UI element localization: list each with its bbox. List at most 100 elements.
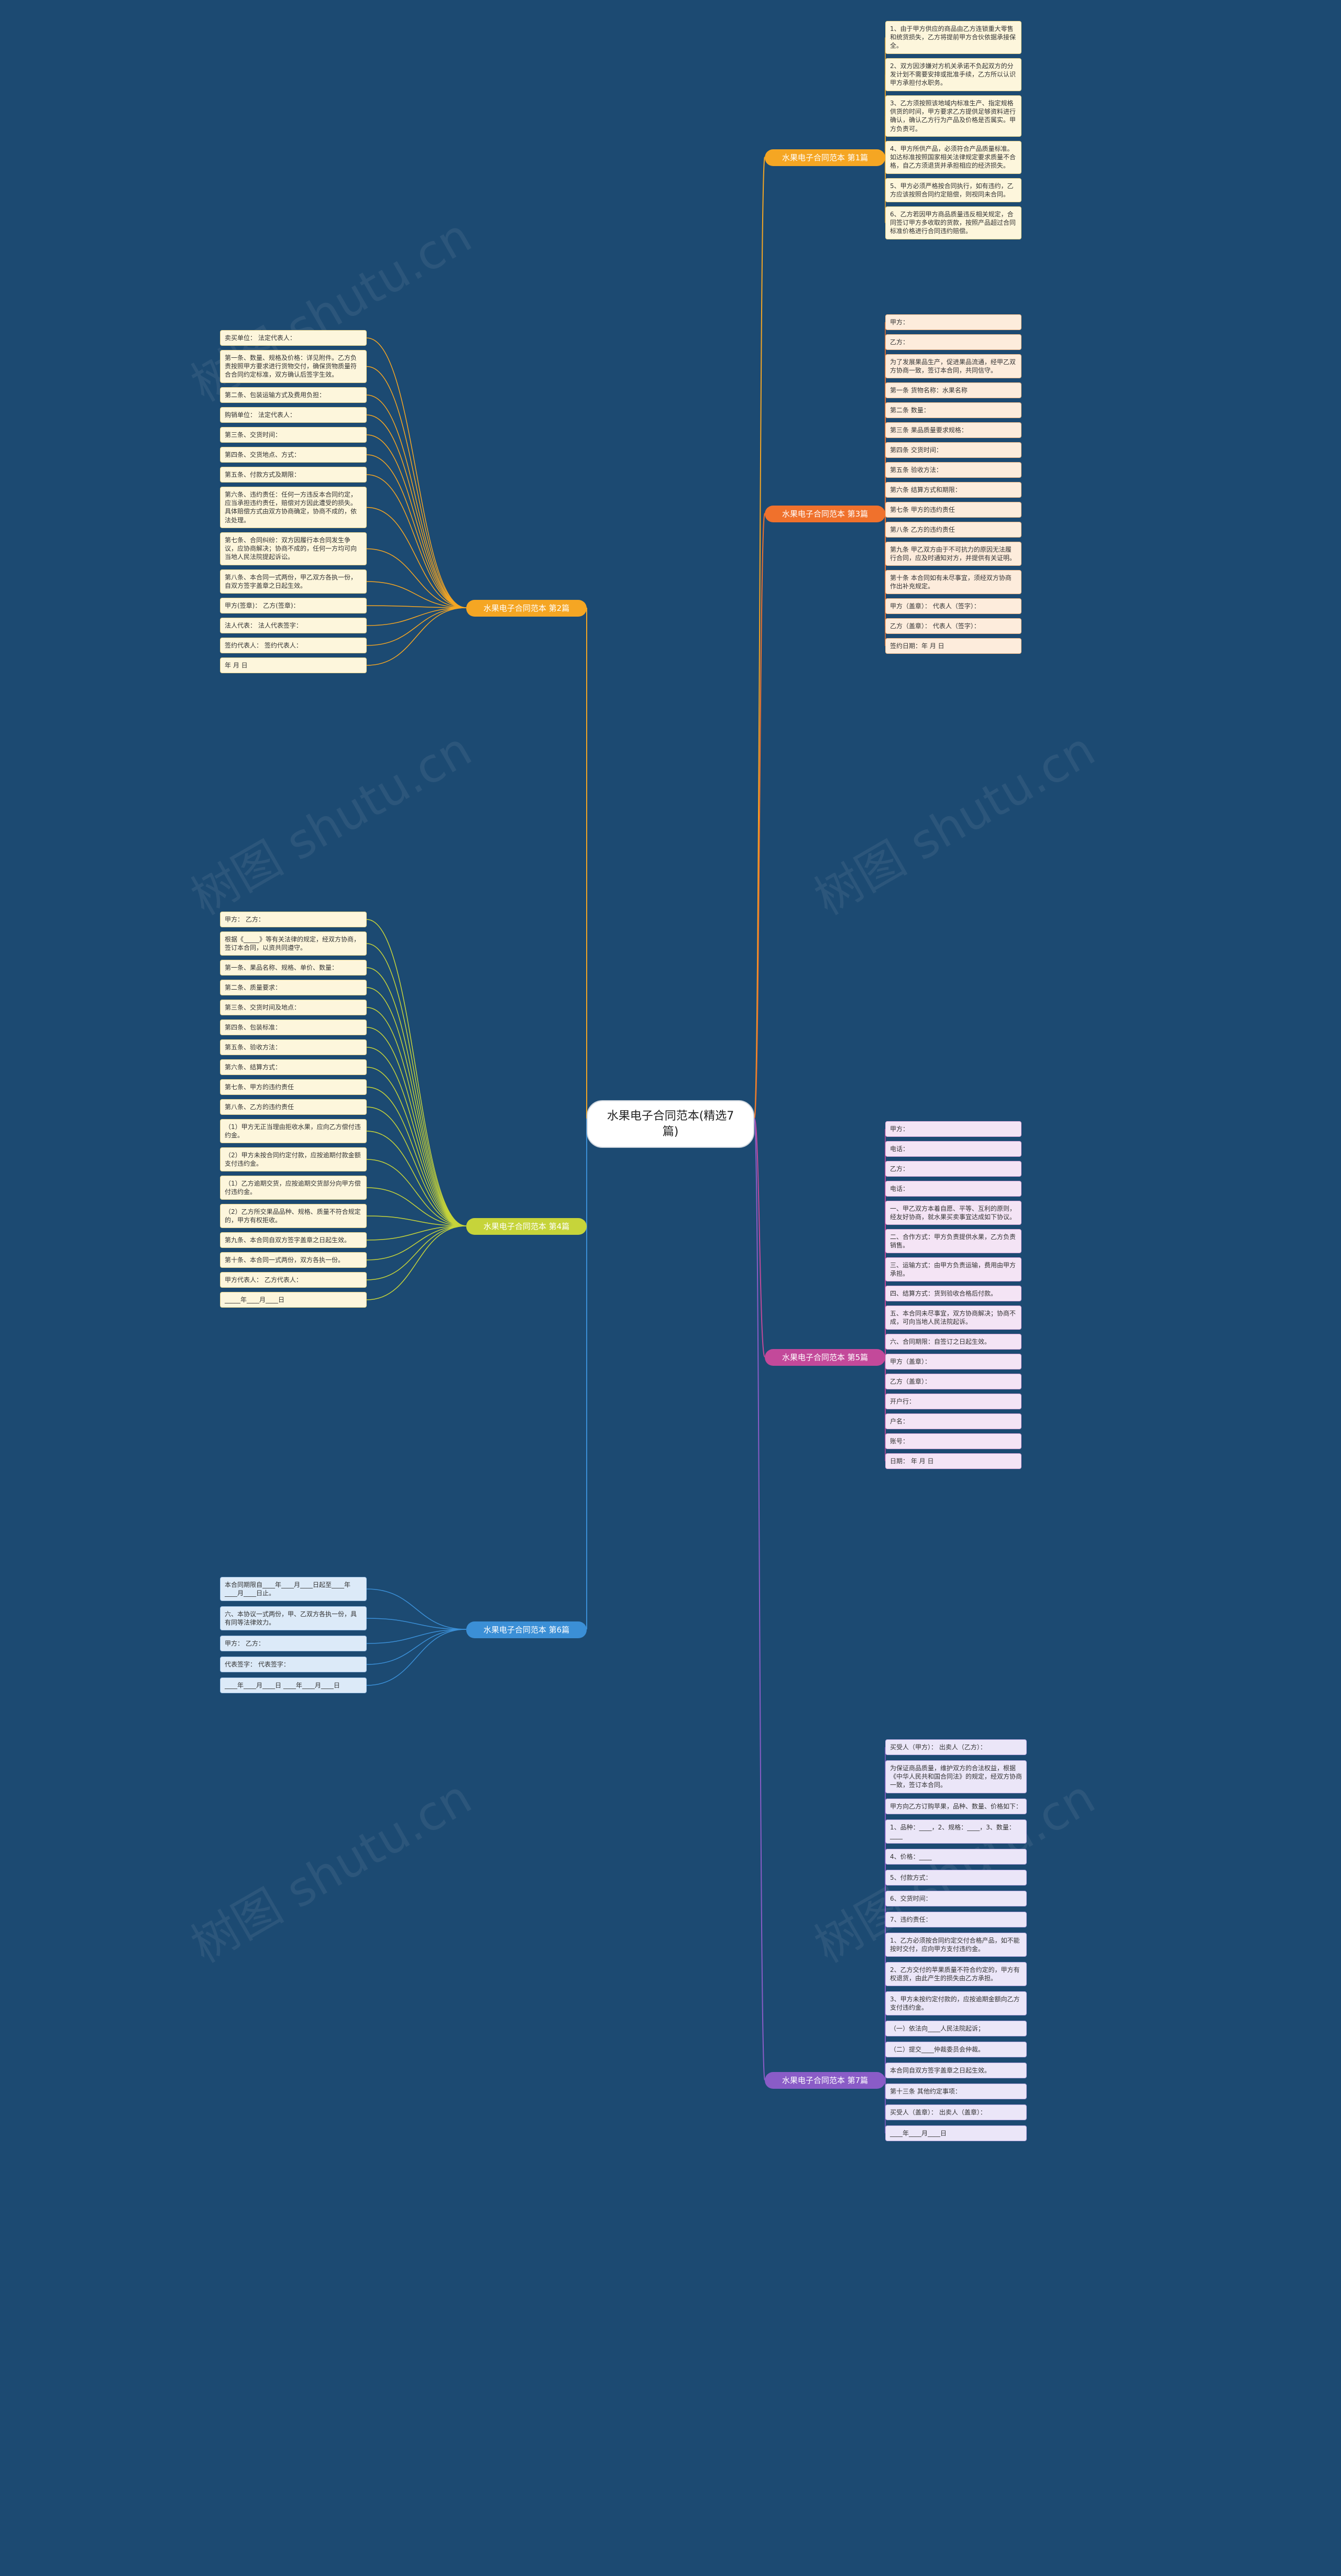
leaf-topic[interactable]: 电话： (885, 1141, 1021, 1157)
leaf-topic[interactable]: （1）甲方无正当理由拒收水果，应向乙方偿付违约金。 (220, 1119, 367, 1144)
leaf-topic[interactable]: 签约代表人： 签约代表人： (220, 638, 367, 654)
leaf-topic[interactable]: （1）乙方逾期交货，应按逾期交货部分向甲方偿付违约金。 (220, 1176, 367, 1200)
leaf-topic[interactable]: 本合同自双方签字盖章之日起生效。 (885, 2063, 1027, 2079)
leaf-topic[interactable]: 4、价格：____ (885, 1849, 1027, 1865)
leaf-topic[interactable]: 第四条、交货地点、方式： (220, 447, 367, 463)
leaf-topic[interactable]: 电话： (885, 1181, 1021, 1197)
leaf-topic[interactable]: 第十条 本合同如有未尽事宜，须经双方协商作出补充规定。 (885, 570, 1021, 595)
leaf-topic[interactable]: 第七条、甲方的违约责任 (220, 1079, 367, 1095)
leaf-topic[interactable]: 乙方： (885, 1161, 1021, 1177)
leaf-topic[interactable]: 第二条、质量要求： (220, 980, 367, 996)
leaf-topic[interactable]: 甲方： (885, 1121, 1021, 1137)
leaf-topic[interactable]: 根据《_____》等有关法律的规定，经双方协商，签订本合同，以资共同遵守。 (220, 931, 367, 956)
branch-topic-b4[interactable]: 水果电子合同范本 第4篇 (466, 1218, 587, 1235)
leaf-topic[interactable]: 第八条 乙方的违约责任 (885, 522, 1021, 538)
leaf-topic[interactable]: 第七条 甲方的违约责任 (885, 502, 1021, 518)
leaf-topic[interactable]: 购销单位： 法定代表人： (220, 407, 367, 423)
leaf-topic[interactable]: 第八条、本合同一式两份，甲乙双方各执一份，自双方签字盖章之日起生效。 (220, 569, 367, 594)
leaf-topic[interactable]: 2、双方因涉嫌对方机关承诺不负起双方的分发计划不需要安排或批准手续，乙方所以认识… (885, 58, 1021, 91)
leaf-topic[interactable]: 户名： (885, 1413, 1021, 1430)
leaf-topic[interactable]: 第三条、交货时间： (220, 427, 367, 443)
leaf-topic[interactable]: 二、合作方式：甲方负责提供水果，乙方负责销售。 (885, 1229, 1021, 1254)
leaf-topic[interactable]: 5、付款方式： (885, 1870, 1027, 1886)
leaf-topic[interactable]: 甲方： (885, 314, 1021, 331)
leaf-topic[interactable]: 甲方： 乙方： (220, 912, 367, 928)
leaf-topic[interactable]: 6、乙方若因甲方商品质量违反相关规定，合同签订甲方多收取的货款，按照产品超过合同… (885, 206, 1021, 239)
leaf-topic[interactable]: 甲方： 乙方： (220, 1636, 367, 1652)
leaf-topic[interactable]: 第一条 货物名称：水果名称 (885, 382, 1021, 399)
leaf-topic[interactable]: 第一条、数量、规格及价格：详见附件。乙方负责按照甲方要求进行货物交付，确保货物质… (220, 350, 367, 383)
leaf-topic[interactable]: （2）甲方未按合同约定付款，应按逾期付款金额支付违约金。 (220, 1147, 367, 1172)
leaf-topic[interactable]: 为了发展果品生产，促进果品流通，经甲乙双方协商一致，签订本合同，共同信守。 (885, 354, 1021, 379)
leaf-topic[interactable]: 开户行： (885, 1394, 1021, 1410)
leaf-topic[interactable]: 3、甲方未按约定付款的，应按逾期金额向乙方支付违约金。 (885, 1991, 1027, 2016)
leaf-topic[interactable]: 第五条、验收方法： (220, 1039, 367, 1056)
leaf-topic[interactable]: （一）依法向____人民法院起诉； (885, 2021, 1027, 2037)
leaf-topic[interactable]: 乙方（盖章）： (885, 1374, 1021, 1390)
leaf-topic[interactable]: 第三条、交货时间及地点： (220, 1000, 367, 1016)
leaf-topic[interactable]: 四、结算方式：货到验收合格后付款。 (885, 1286, 1021, 1302)
leaf-topic[interactable]: 甲方向乙方订购苹果，品种、数量、价格如下： (885, 1799, 1027, 1815)
leaf-topic[interactable]: 6、交货时间： (885, 1891, 1027, 1907)
leaf-topic[interactable]: 第九条、本合同自双方签字盖章之日起生效。 (220, 1232, 367, 1248)
leaf-topic[interactable]: 卖买单位： 法定代表人： (220, 330, 367, 346)
leaf-topic[interactable]: 三、运输方式：由甲方负责运输，费用由甲方承担。 (885, 1257, 1021, 1282)
leaf-topic[interactable]: 甲方代表人： 乙方代表人： (220, 1272, 367, 1288)
leaf-topic[interactable]: 第二条 数量： (885, 402, 1021, 419)
leaf-topic[interactable]: 甲方（盖章）： (885, 1354, 1021, 1370)
leaf-topic[interactable]: _____年____月____日 (220, 1292, 367, 1308)
leaf-topic[interactable]: 1、乙方必须按合同约定交付合格产品，如不能按时交付，应向甲方支付违约金。 (885, 1933, 1027, 1957)
leaf-topic[interactable]: 本合同期限自____年____月____日起至____年____月____日止。 (220, 1577, 367, 1602)
leaf-topic[interactable]: 法人代表： 法人代表签字： (220, 618, 367, 634)
leaf-topic[interactable]: 为保证商品质量，维护双方的合法权益，根据《中华人民共和国合同法》的规定，经双方协… (885, 1760, 1027, 1793)
branch-topic-b2[interactable]: 水果电子合同范本 第2篇 (466, 600, 587, 617)
leaf-topic[interactable]: 买受人（甲方）： 出卖人（乙方）： (885, 1739, 1027, 1756)
leaf-topic[interactable]: 代表签字： 代表签字： (220, 1657, 367, 1673)
leaf-topic[interactable]: 7、违约责任： (885, 1912, 1027, 1928)
leaf-topic[interactable]: 第八条、乙方的违约责任 (220, 1099, 367, 1115)
root-topic[interactable]: 水果电子合同范本(精选7篇) (587, 1100, 754, 1148)
leaf-topic[interactable]: 六、合同期限：自签订之日起生效。 (885, 1334, 1021, 1350)
leaf-topic[interactable]: ____年____月____日 ____年____月____日 (220, 1678, 367, 1694)
leaf-topic[interactable]: 乙方（盖章）： 代表人（签字）： (885, 618, 1021, 634)
leaf-topic[interactable]: 第九条 甲乙双方由于不可抗力的原因无法履行合同，应及时通知对方，并提供有关证明。 (885, 542, 1021, 566)
leaf-topic[interactable]: 甲方(签章)： 乙方(签章)： (220, 598, 367, 614)
leaf-topic[interactable]: 1、由于甲方供应的商品由乙方连锁重大零售和统货损失，乙方将提前甲方合伙依据承接保… (885, 21, 1021, 54)
leaf-topic[interactable]: 账号： (885, 1433, 1021, 1450)
leaf-topic[interactable]: 第六条、结算方式： (220, 1059, 367, 1076)
leaf-topic[interactable]: 3、乙方须按照该地域内标准生产、指定规格供货的时间，甲方要求乙方提供足够资料进行… (885, 95, 1021, 137)
leaf-topic[interactable]: 第四条、包装标准： (220, 1020, 367, 1036)
leaf-topic[interactable]: 日期： 年 月 日 (885, 1453, 1021, 1470)
leaf-topic[interactable]: 5、甲方必须严格按合同执行，如有违约，乙方应该按照合同约定赔偿，则视同未合同。 (885, 178, 1021, 203)
leaf-topic[interactable]: 甲方（盖章）： 代表人（签字）： (885, 598, 1021, 615)
leaf-topic[interactable]: 签约日期：年 月 日 (885, 638, 1021, 654)
leaf-topic[interactable]: 4、甲方所供产品，必须符合产品质量标准。如达标准按照国家相关法律规定要求质量不合… (885, 141, 1021, 174)
leaf-topic[interactable]: 五、本合同未尽事宜，双方协商解决；协商不成，可向当地人民法院起诉。 (885, 1306, 1021, 1330)
leaf-topic[interactable]: 买受人（盖章）： 出卖人（盖章）： (885, 2104, 1027, 2121)
leaf-topic[interactable]: 第三条 果品质量要求规格： (885, 422, 1021, 439)
leaf-topic[interactable]: 第七条、合同纠纷：双方因履行本合同发生争议，应协商解决；协商不成的，任何一方均可… (220, 532, 367, 565)
leaf-topic[interactable]: 第五条、付款方式及期限： (220, 467, 367, 483)
leaf-topic[interactable]: 乙方： (885, 334, 1021, 350)
leaf-topic[interactable]: 2、乙方交付的苹果质量不符合约定的，甲方有权退货，由此产生的损失由乙方承担。 (885, 1962, 1027, 1987)
leaf-topic[interactable]: （二）提交____仲裁委员会仲裁。 (885, 2042, 1027, 2058)
leaf-topic[interactable]: 六、本协议一式两份，甲、乙双方各执一份，具有同等法律效力。 (220, 1606, 367, 1631)
branch-topic-b5[interactable]: 水果电子合同范本 第5篇 (765, 1349, 885, 1366)
branch-topic-b1[interactable]: 水果电子合同范本 第1篇 (765, 149, 885, 167)
leaf-topic[interactable]: 第六条、违约责任：任何一方违反本合同约定，应当承担违约责任，赔偿对方因此遭受的损… (220, 487, 367, 528)
branch-topic-b6[interactable]: 水果电子合同范本 第6篇 (466, 1621, 587, 1639)
leaf-topic[interactable]: ____年____月____日 (885, 2125, 1027, 2142)
leaf-topic[interactable]: 第十三条 其他约定事项： (885, 2084, 1027, 2100)
leaf-topic[interactable]: 第十条、本合同一式两份，双方各执一份。 (220, 1252, 367, 1268)
leaf-topic[interactable]: （2）乙方所交果品品种、规格、质量不符合规定的，甲方有权拒收。 (220, 1204, 367, 1229)
leaf-topic[interactable]: 一、甲乙双方本着自愿、平等、互利的原则，经友好协商，就水果买卖事宜达成如下协议。 (885, 1201, 1021, 1225)
leaf-topic[interactable]: 年 月 日 (220, 657, 367, 674)
branch-topic-b7[interactable]: 水果电子合同范本 第7篇 (765, 2072, 885, 2089)
leaf-topic[interactable]: 第四条 交货时间： (885, 442, 1021, 458)
leaf-topic[interactable]: 第六条 结算方式和期限： (885, 482, 1021, 498)
leaf-topic[interactable]: 第二条、包装运输方式及费用负担： (220, 387, 367, 403)
branch-topic-b3[interactable]: 水果电子合同范本 第3篇 (765, 506, 885, 523)
leaf-topic[interactable]: 第一条、果品名称、规格、单价、数量： (220, 960, 367, 976)
leaf-topic[interactable]: 第五条 验收方法： (885, 462, 1021, 478)
leaf-topic[interactable]: 1、品种：____，2、规格：____，3、数量：____ (885, 1819, 1027, 1844)
